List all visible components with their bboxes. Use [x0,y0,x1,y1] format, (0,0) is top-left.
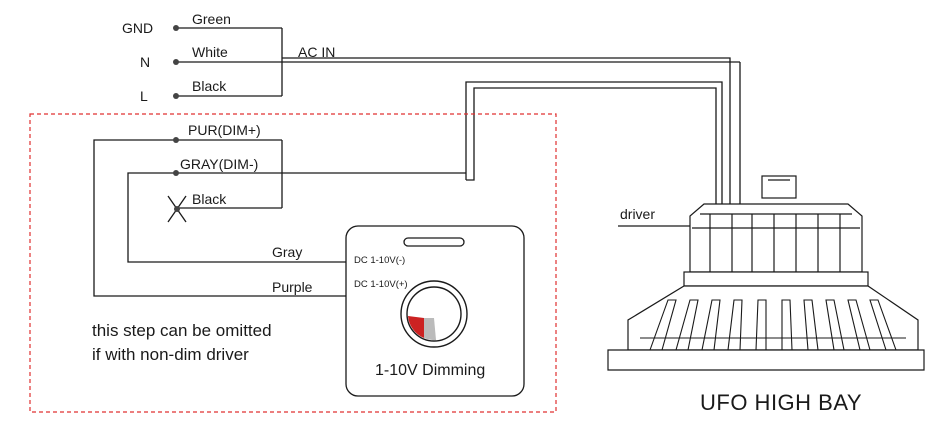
ufo-fixture [607,175,925,371]
fin-8 [825,299,845,351]
black-cut-label: Black [192,191,227,207]
fixture-title: UFO HIGH BAY [700,390,863,415]
fixture-collar [683,271,869,287]
gnd-label: GND [122,20,154,36]
fin-2 [675,299,699,351]
n-label: N [140,54,151,70]
optional-dim-region [29,113,557,413]
pur-dim-label: PUR(DIM+) [188,122,261,138]
purple-run [93,139,352,297]
terminal-dots [173,25,180,212]
green-label: Green [192,11,231,27]
fin-7 [803,299,819,351]
black-label: Black [192,78,227,94]
heatsink-fins [640,299,906,351]
gray-run [127,172,352,263]
l-terminal [173,93,179,99]
fin-10 [869,299,897,351]
knob-indicator [408,316,424,338]
dim-cable-inner [466,87,717,205]
fin-9 [847,299,871,351]
gray-dim-label: GRAY(DIM-) [180,156,259,172]
dc-plus-label: DC 1-10V(+) [354,279,408,290]
n-terminal [173,59,179,65]
driver-label: driver [620,206,656,222]
fin-5 [755,299,767,351]
knob-shadow [424,318,436,341]
ac-in-label: AC IN [298,44,336,60]
white-label: White [192,44,228,60]
l-label: L [140,88,148,104]
dimmer-slot [403,237,465,247]
purple-label: Purple [272,279,313,295]
note-line-1: this step can be omitted [92,321,272,340]
black-cut-terminal [174,206,180,212]
fixture-top-cap [761,175,797,199]
pur-terminal [173,137,179,143]
ac-in-cable-inner [282,57,731,205]
fin-1 [649,299,677,351]
fin-6 [781,299,793,351]
fin-3 [701,299,721,351]
note-line-2: if with non-dim driver [92,345,249,364]
dim-cable-outer [465,81,723,205]
dimmer-label: 1-10V Dimming [375,362,486,379]
fin-4 [727,299,743,351]
gray-terminal [173,170,179,176]
gnd-terminal [173,25,179,31]
gray-label: Gray [272,244,303,260]
reflector-rim [607,349,925,371]
dc-minus-label: DC 1-10V(-) [354,255,406,266]
